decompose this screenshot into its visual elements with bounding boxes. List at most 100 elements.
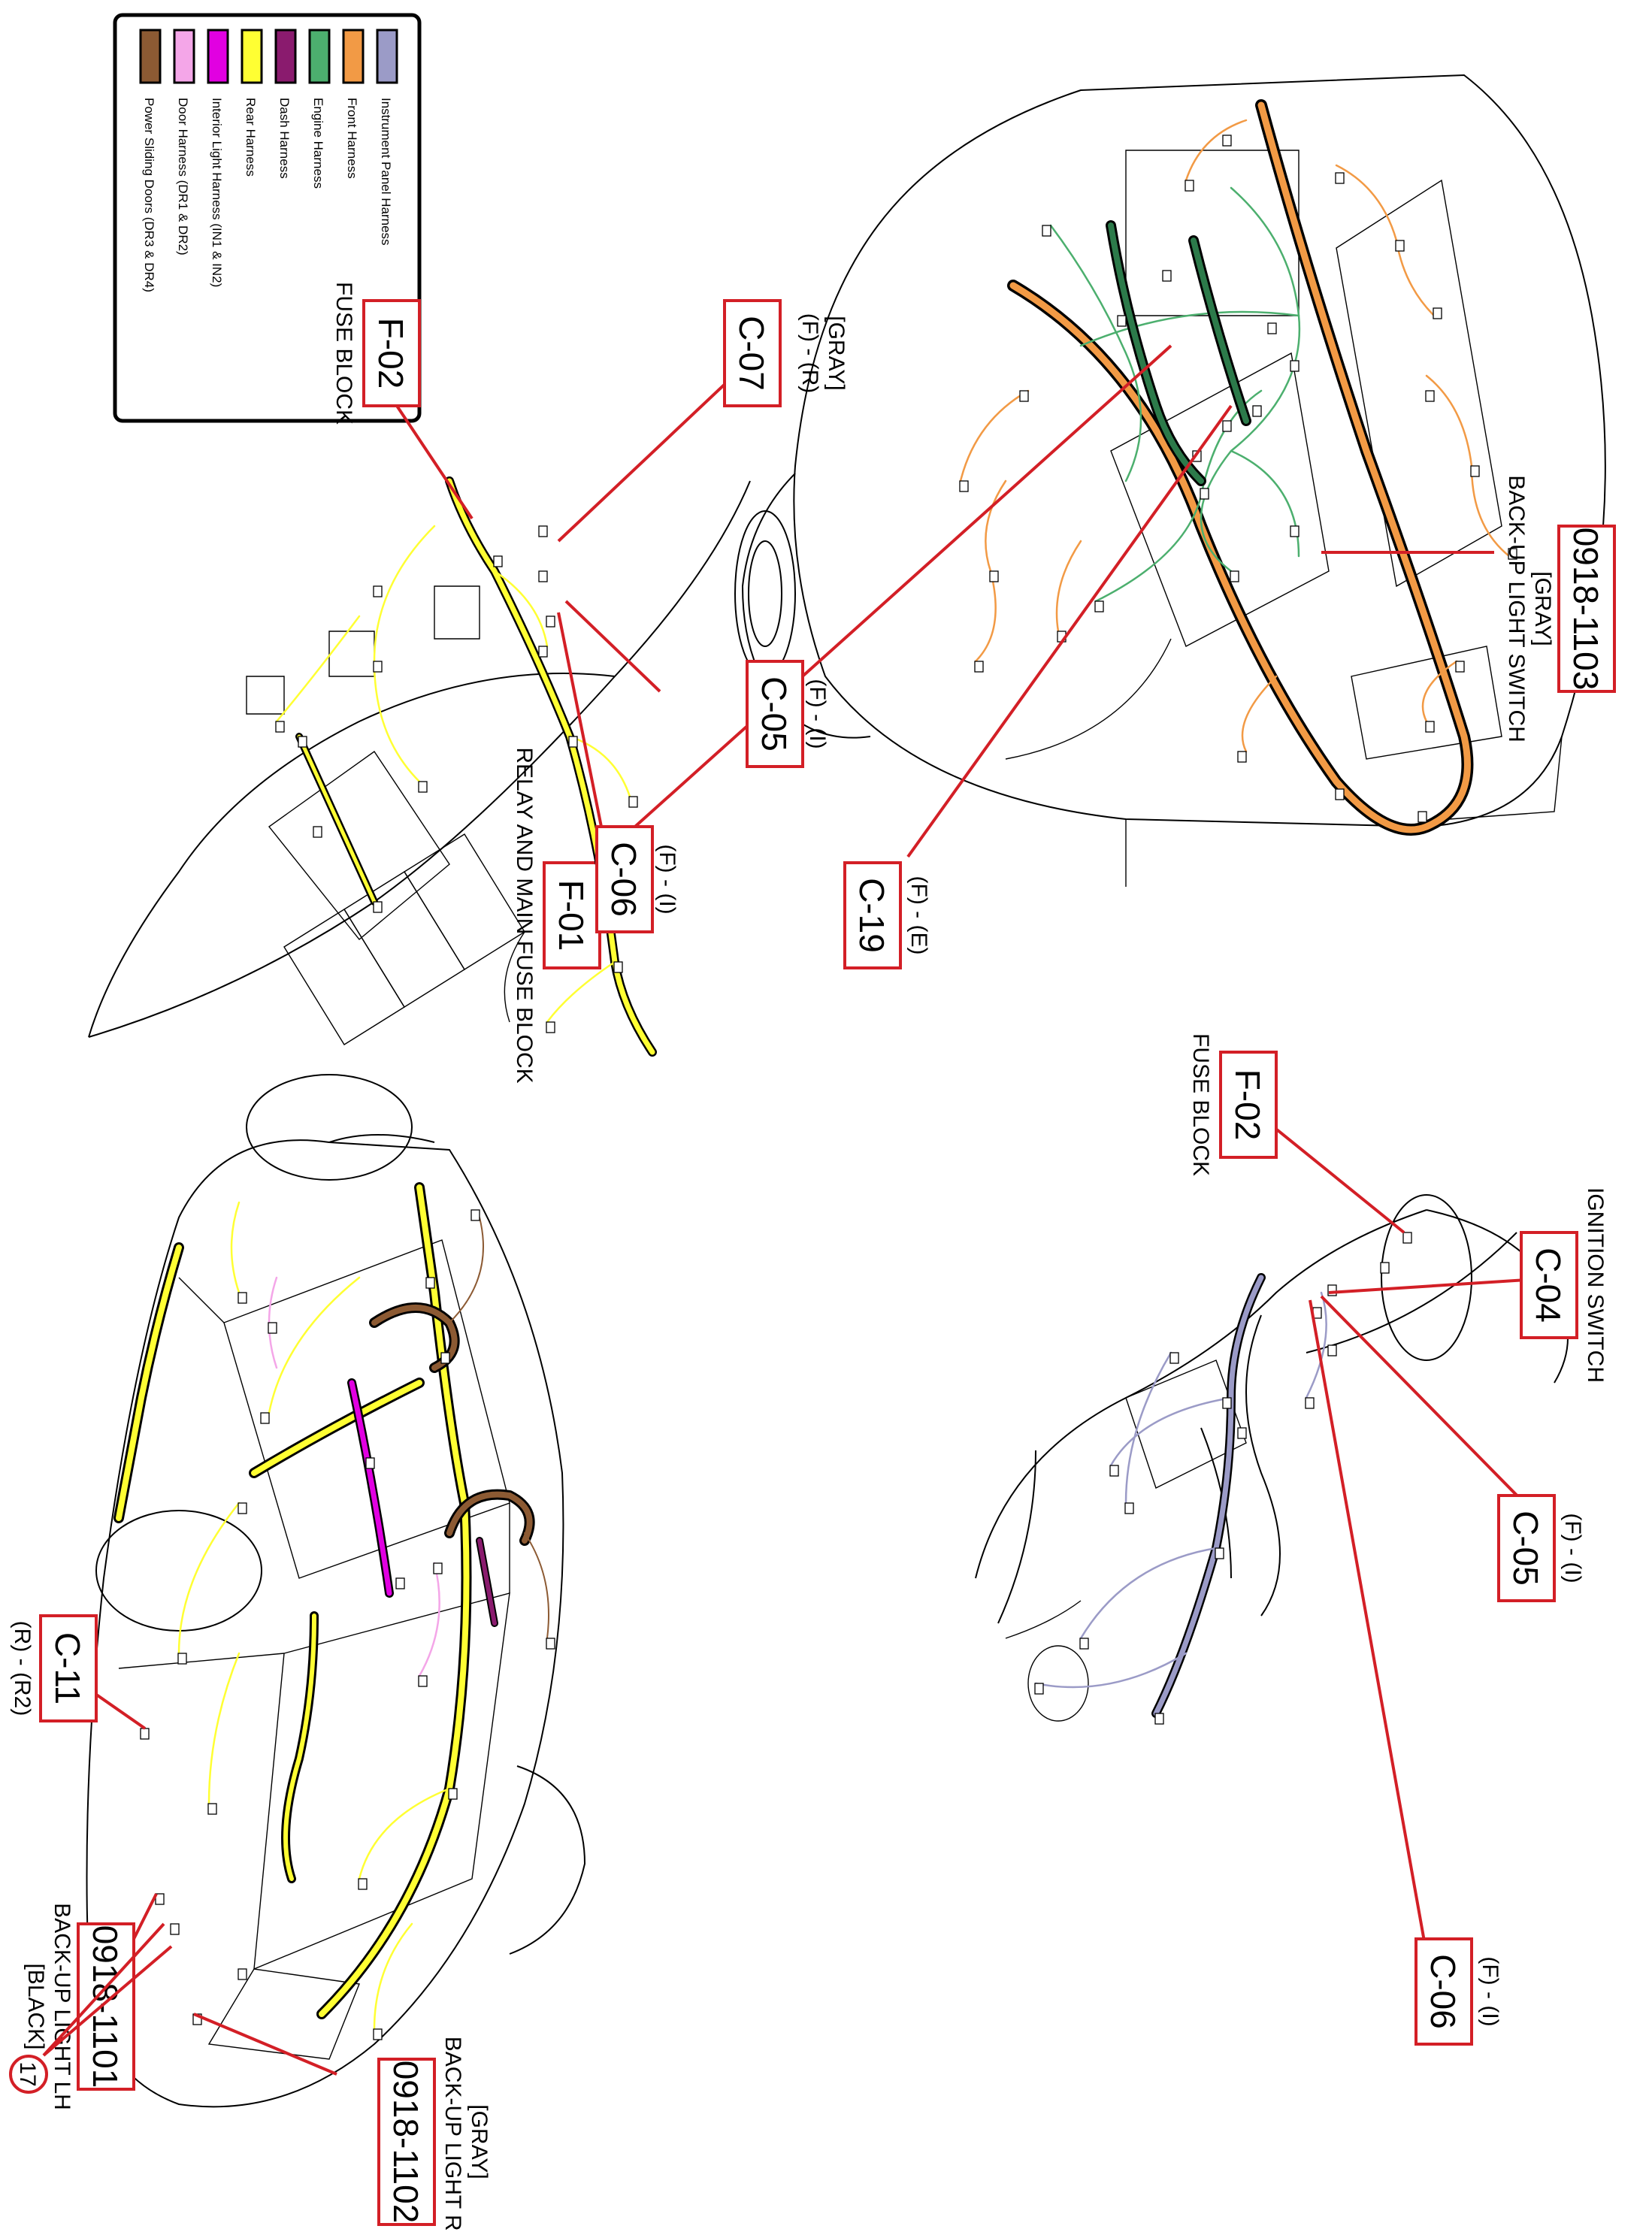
connector-block: [1402, 1232, 1412, 1244]
dash-view-left: [88, 476, 751, 1057]
legend-item: Engine Harness: [308, 29, 331, 189]
connector-block: [1154, 1713, 1164, 1725]
callout-c05-right: C-05 (F) - (I): [1320, 1295, 1585, 1602]
callout-f02-right: F-02 FUSE BLOCK: [1188, 1033, 1405, 1234]
connector-block: [298, 736, 307, 748]
connector-block: [1425, 721, 1435, 733]
callout-c05-left: C-05 (F) - (I): [564, 600, 830, 768]
connector-block: [238, 1502, 247, 1514]
connector-block: [1169, 1352, 1179, 1364]
connector-block: [170, 1923, 180, 1935]
connector-block: [1455, 661, 1465, 673]
svg-text:BACK-UP LIGHT SWITCH: BACK-UP LIGHT SWITCH: [1504, 475, 1529, 742]
svg-text:BACK-UP LIGHT LH: BACK-UP LIGHT LH: [50, 1903, 74, 2110]
connector-block: [238, 1968, 247, 1980]
callout-f01: F-01 RELAY AND MAIN FUSE BLOCK: [512, 344, 1172, 1084]
connector-block: [613, 961, 623, 973]
connector-block: [275, 721, 285, 733]
connector-block: [358, 1878, 368, 1890]
ground-point-17: 17: [9, 1922, 173, 2094]
connector-block: [1124, 1502, 1134, 1514]
legend-swatch: [274, 29, 297, 84]
connector-block: [418, 781, 428, 793]
svg-text:C-07: C-07: [732, 316, 771, 391]
svg-text:0918-1102: 0918-1102: [386, 2061, 425, 2224]
connector-block: [1215, 1547, 1224, 1559]
connector-block: [177, 1653, 187, 1665]
legend-item: Rear Harness: [241, 29, 263, 177]
connector-block: [260, 1412, 270, 1424]
svg-text:17: 17: [15, 2061, 40, 2086]
connector-block: [1185, 180, 1194, 192]
svg-text:RELAY AND MAIN FUSE BLOCK: RELAY AND MAIN FUSE BLOCK: [512, 747, 537, 1083]
connector-block: [373, 2028, 383, 2040]
svg-text:(F) - (I): (F) - (I): [1478, 1956, 1502, 2026]
svg-text:[GRAY]: [GRAY]: [824, 316, 849, 390]
svg-text:[GRAY]: [GRAY]: [1530, 571, 1555, 646]
callout-c19: C-19 (F) - (E): [843, 404, 1233, 969]
legend-item: Door Harness (DR1 & DR2): [173, 29, 195, 256]
svg-text:F-01: F-01: [552, 880, 591, 951]
svg-text:C-05: C-05: [1506, 1511, 1545, 1586]
callout-f02-left: F-02 FUSE BLOCK: [331, 282, 474, 520]
svg-text:(F) - (I): (F) - (I): [1560, 1513, 1585, 1583]
svg-text:BACK-UP LIGHT RH: BACK-UP LIGHT RH: [440, 2037, 465, 2232]
connector-block: [365, 1457, 375, 1469]
rear-vehicle-view: [86, 1074, 586, 2108]
legend-swatch: [342, 29, 365, 84]
callout-c04: C-04 IGNITION SWITCH: [1328, 1187, 1608, 1383]
svg-text:C-19: C-19: [852, 878, 891, 953]
connector-block: [1109, 1465, 1119, 1477]
legend-swatch: [308, 29, 331, 84]
connector-block: [1079, 1638, 1089, 1650]
legend-label: Dash Harness: [277, 98, 292, 179]
legend-item: Dash Harness: [274, 29, 297, 179]
svg-text:(F) - (I): (F) - (I): [805, 679, 830, 749]
legend-item: Front Harness: [342, 29, 365, 179]
legend-label: Front Harness: [345, 98, 359, 179]
connector-block: [1380, 1262, 1390, 1274]
legend-swatch: [139, 29, 162, 84]
connector-block: [1200, 488, 1209, 500]
svg-text:C-05: C-05: [755, 676, 794, 752]
connector-block: [628, 796, 638, 808]
connector-block: [395, 1577, 405, 1589]
svg-text:F-02: F-02: [1228, 1069, 1267, 1141]
connector-block: [373, 901, 383, 913]
connector-block: [140, 1728, 150, 1740]
svg-text:0918-1101: 0918-1101: [86, 1925, 125, 2088]
legend: Instrument Panel Harness Front Harness Eng…: [113, 13, 422, 423]
connector-block: [538, 570, 548, 582]
connector-block: [448, 1788, 458, 1800]
svg-text:[GRAY]: [GRAY]: [467, 2104, 492, 2179]
connector-block: [470, 1209, 480, 1221]
connector-block: [1117, 315, 1127, 327]
svg-text:[BLACK]: [BLACK]: [23, 1963, 48, 2049]
connector-block: [433, 1562, 443, 1574]
svg-text:(F) - (E): (F) - (E): [906, 876, 931, 955]
svg-text:FUSE BLOCK: FUSE BLOCK: [1188, 1033, 1213, 1176]
legend-label: Instrument Panel Harness: [379, 98, 393, 246]
connector-block: [1042, 225, 1051, 237]
connector-block: [1162, 270, 1172, 282]
connector-block: [546, 1021, 555, 1033]
connector-block: [1305, 1397, 1315, 1409]
svg-text:C-06: C-06: [1424, 1954, 1463, 2029]
connector-block: [1019, 390, 1029, 402]
connector-block: [1327, 1344, 1337, 1356]
connector-block: [1433, 307, 1442, 319]
callout-backup-light-lh: 0918-1101 BACK-UP LIGHT LH [BLACK]: [23, 1893, 158, 2110]
legend-label: Interior Light Harness (IN1 & IN2): [210, 98, 224, 287]
svg-text:(F) - (R): (F) - (R): [797, 313, 822, 394]
connector-block: [418, 1675, 428, 1687]
connector-block: [959, 480, 969, 492]
connector-block: [1290, 360, 1300, 372]
connector-block: [1222, 420, 1232, 432]
callout-c07: C-07 [GRAY] (F) - (R): [557, 299, 849, 543]
connector-block: [1267, 322, 1277, 334]
connector-block: [440, 1352, 450, 1364]
connector-block: [546, 1638, 555, 1650]
connector-block: [989, 570, 999, 582]
svg-text:C-11: C-11: [48, 1632, 87, 1704]
connector-block: [268, 1322, 277, 1334]
